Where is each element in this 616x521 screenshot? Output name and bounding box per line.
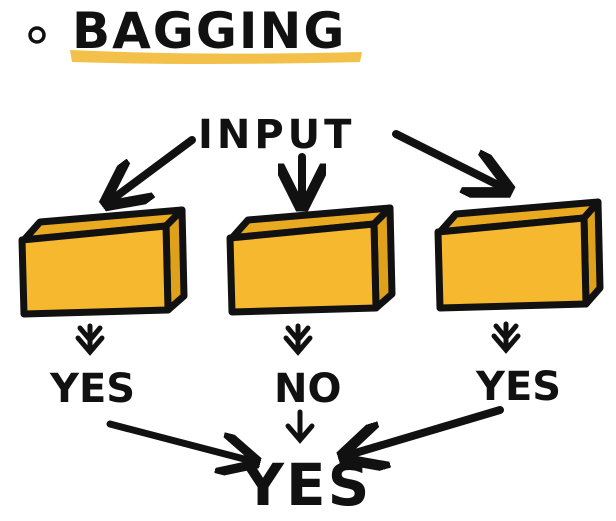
- arrow-input-to-model-1: [114, 136, 196, 198]
- arrow-output-1-to-final: [106, 420, 248, 460]
- page-title: BAGGING: [72, 2, 346, 60]
- arrow-model-1-to-output: [75, 323, 105, 356]
- model-2-output: NO: [274, 366, 341, 412]
- final-output: YES: [241, 451, 371, 519]
- arrow-input-to-model-3: [392, 130, 500, 186]
- input-label: INPUT: [198, 112, 355, 158]
- arrow-model-3-to-output: [491, 321, 521, 354]
- model-1-output: YES: [49, 366, 135, 412]
- model-3-output: YES: [475, 364, 561, 410]
- arrow-output-3-to-final: [352, 406, 504, 454]
- circle-bullet-icon: [28, 26, 46, 44]
- model-box-2: [226, 204, 396, 316]
- arrow-model-2-to-output: [283, 323, 313, 356]
- model-box-1: [18, 206, 188, 318]
- title-highlight: [70, 50, 362, 64]
- model-box-3: [434, 198, 604, 312]
- arrow-output-2-to-final: [285, 409, 315, 444]
